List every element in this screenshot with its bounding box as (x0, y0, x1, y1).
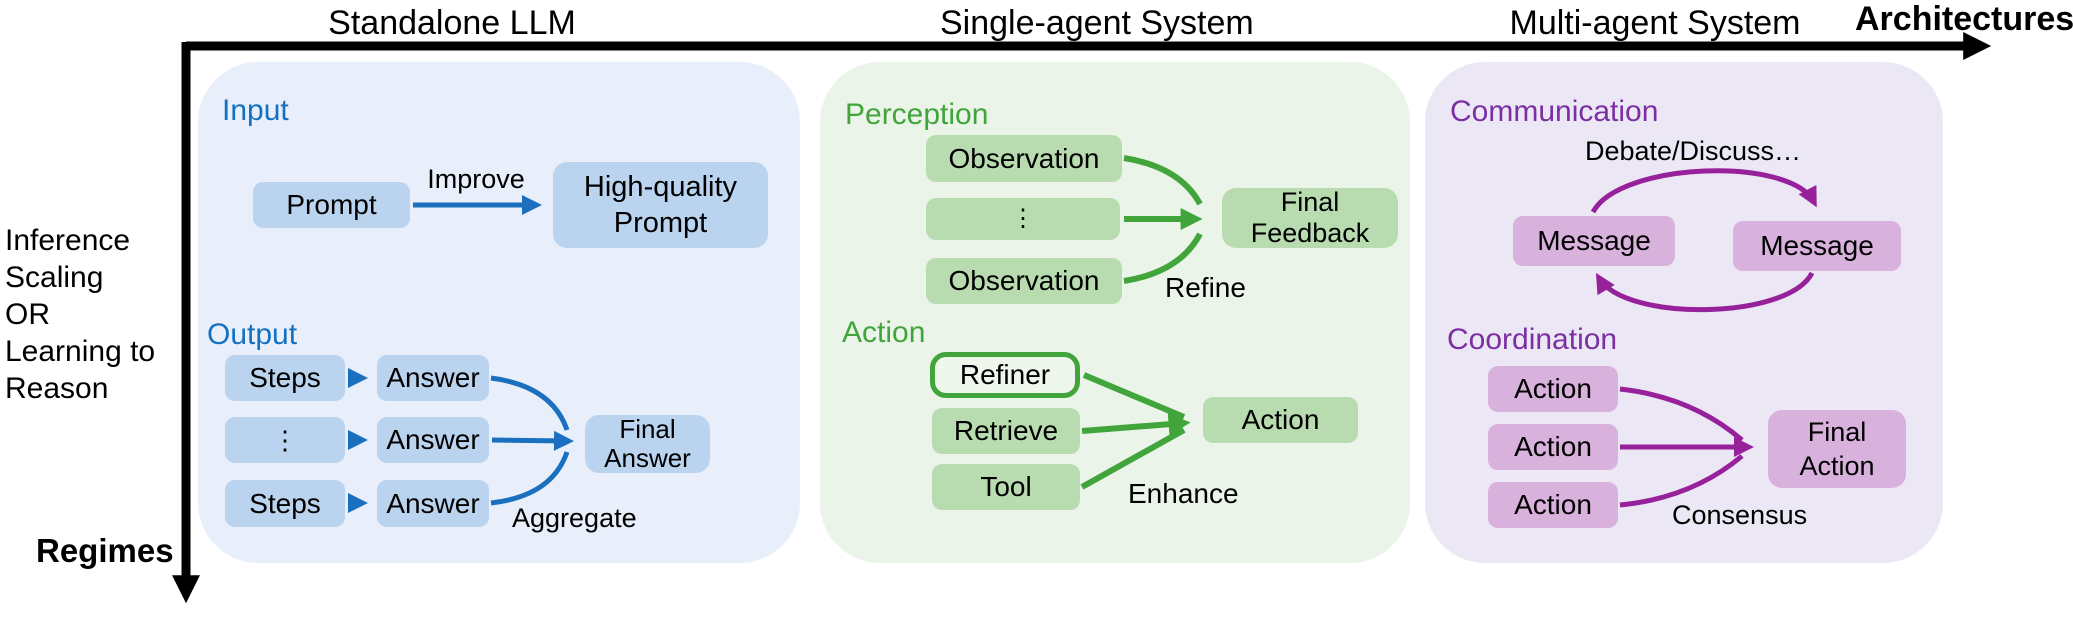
debate-arc-top (1590, 168, 1817, 214)
high-quality-prompt-box: High-quality Prompt (553, 162, 768, 248)
answer-box-2: Answer (377, 417, 489, 463)
aggregate-curve-top (490, 375, 570, 431)
refine-arrow-label: Refine (1165, 272, 1246, 303)
refine-curve-top (1123, 155, 1203, 206)
consensus-curve-top (1619, 386, 1744, 442)
prompt-box: Prompt (253, 182, 410, 228)
action-section-label: Action (842, 316, 926, 349)
tool-box: Tool (932, 464, 1080, 510)
refiner-box: Refiner (930, 352, 1080, 398)
final-feedback-box: Final Feedback (1222, 187, 1398, 248)
y-axis-description: Inference Scaling OR Learning to Reason (5, 224, 156, 405)
steps-box-2: Steps (225, 480, 345, 527)
answer-box-1: Answer (377, 355, 489, 401)
aggregate-arrow-mid (491, 430, 574, 451)
steps-box-1: Steps (225, 355, 345, 401)
answer-box-3: Answer (377, 480, 489, 527)
perception-section-label: Perception (845, 98, 989, 131)
enhance-line-top (1082, 372, 1186, 420)
message-box-right: Message (1733, 221, 1901, 271)
action-box-2: Action (1488, 424, 1618, 470)
column-title-standalone-llm: Standalone LLM (328, 4, 576, 42)
column-title-multi-agent: Multi-agent System (1509, 4, 1801, 42)
final-answer-box: Final Answer (585, 415, 710, 473)
debate-arc-bottom (1595, 271, 1815, 313)
message-box-left: Message (1513, 216, 1675, 266)
standalone-llm-panel (198, 62, 800, 563)
x-axis-label: Architectures (1855, 0, 2073, 38)
observation-box-2: Observation (926, 258, 1122, 304)
enhance-arrow-mid (1081, 413, 1191, 436)
coordination-section-label: Coordination (1447, 323, 1618, 356)
enhance-arrow-label: Enhance (1128, 478, 1239, 509)
column-title-single-agent: Single-agent System (940, 4, 1254, 42)
refine-curve-bottom (1123, 232, 1203, 284)
enhance-line-bottom (1080, 427, 1186, 490)
consensus-curve-bottom (1619, 454, 1744, 508)
ellipsis-box-blue: ⋮ (225, 417, 345, 463)
output-section-label: Output (207, 318, 298, 351)
input-section-label: Input (222, 94, 289, 127)
final-action-box: Final Action (1768, 410, 1906, 488)
observation-box-1: Observation (926, 135, 1122, 182)
retrieve-box: Retrieve (932, 408, 1080, 454)
action-target-box: Action (1203, 397, 1358, 443)
debate-arrow-label: Debate/Discuss… (1584, 136, 1802, 166)
consensus-arrow-label: Consensus (1672, 500, 1808, 530)
communication-section-label: Communication (1450, 95, 1659, 128)
aggregate-curve-bottom (490, 451, 570, 506)
action-box-1: Action (1488, 366, 1618, 412)
action-box-3: Action (1488, 482, 1618, 528)
improve-arrow-label: Improve (427, 164, 525, 194)
aggregate-arrow-label: Aggregate (512, 503, 637, 533)
ellipsis-box-green: ⋮ (926, 198, 1120, 240)
y-axis-label: Regimes (36, 532, 174, 569)
